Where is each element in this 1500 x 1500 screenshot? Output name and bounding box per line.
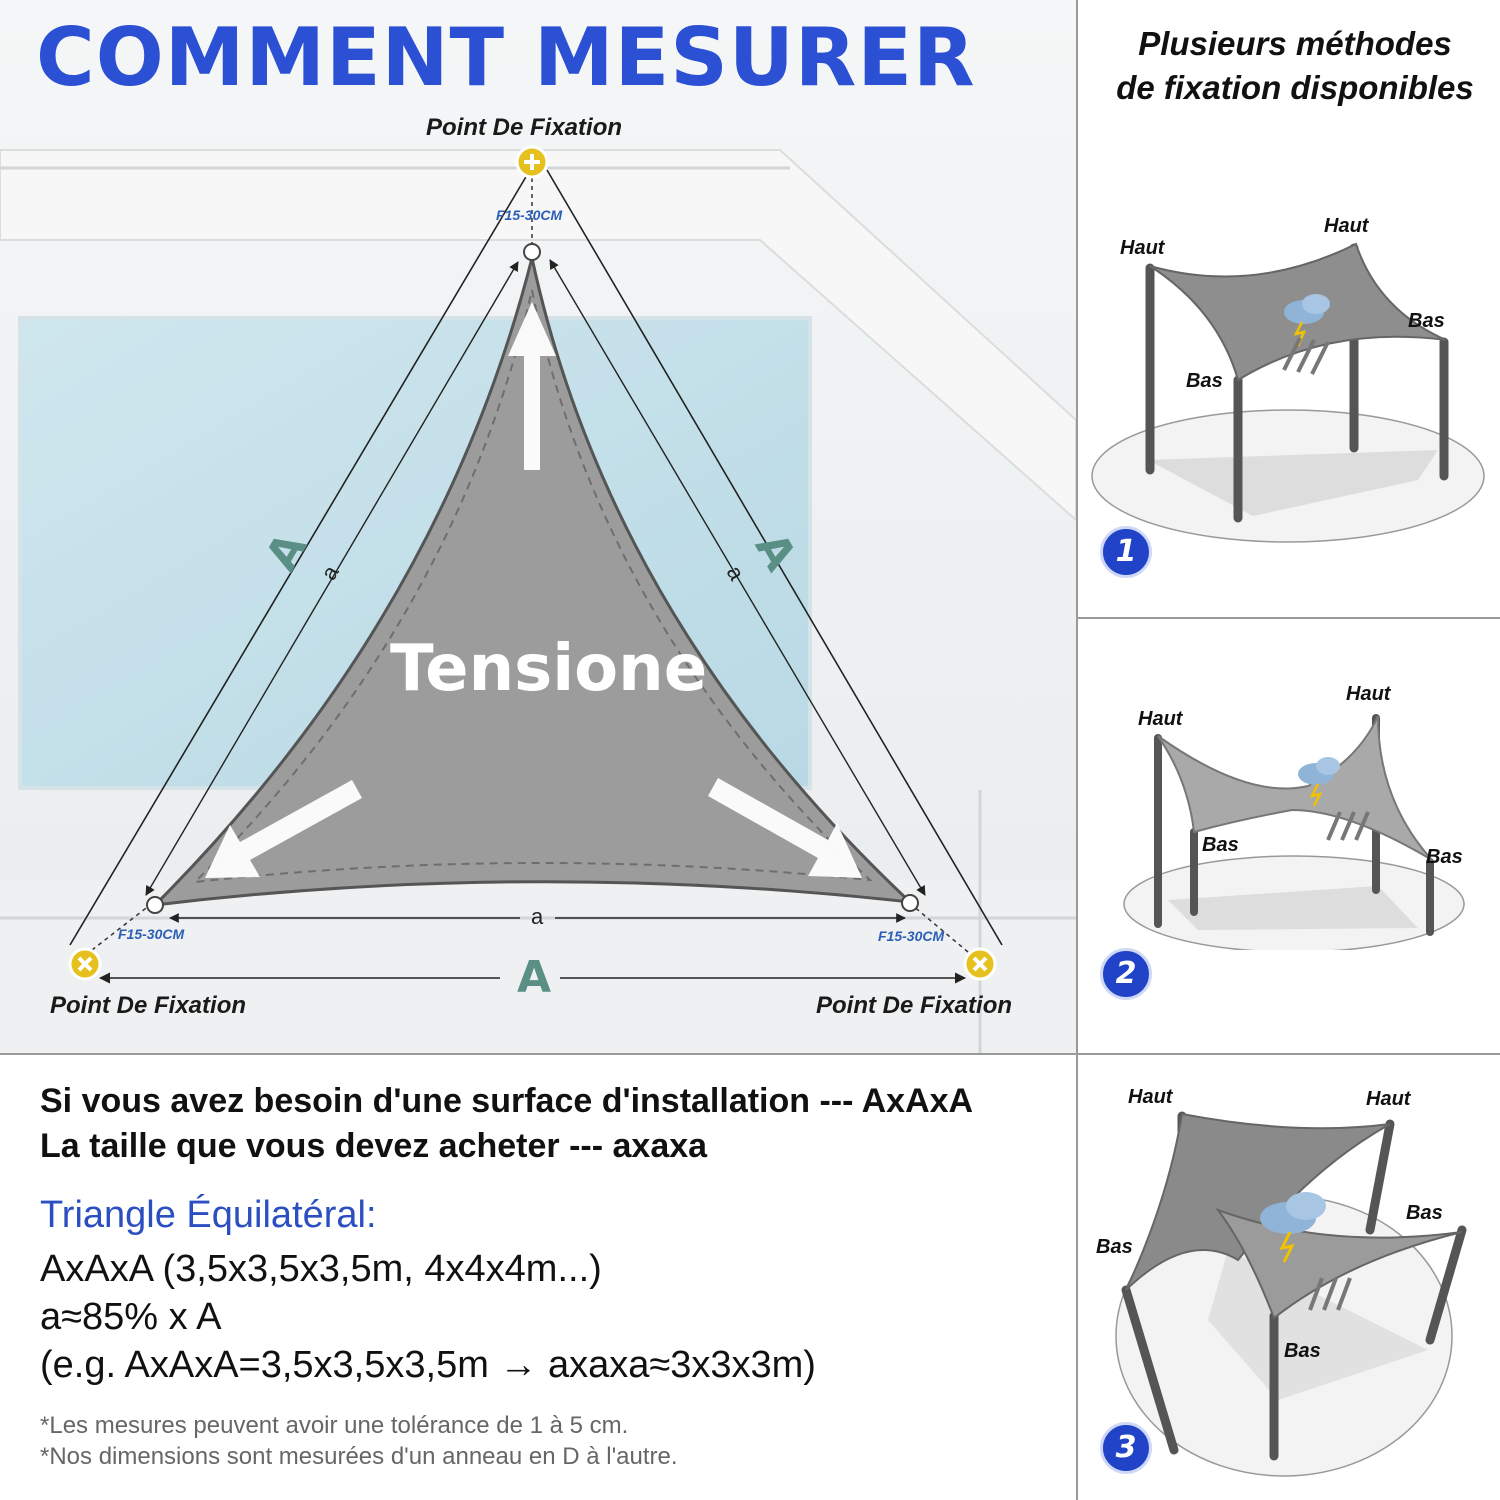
methods-title-line2: de fixation disponibles (1116, 69, 1474, 106)
anchor-left (68, 947, 102, 981)
method-1-high-left: Haut (1120, 237, 1165, 259)
note-measurement: *Nos dimensions sont mesurées d'un annea… (40, 1443, 678, 1470)
tension-arrows (205, 302, 862, 878)
method-1-high-right: Haut (1324, 215, 1369, 237)
fixation-label-left: Point De Fixation (50, 992, 247, 1019)
method-2-number-badge: 2 (1100, 948, 1152, 1000)
weather-cloud-icon-2 (1298, 757, 1340, 807)
method-2-high-right: Haut (1346, 683, 1391, 705)
info-line-surface: Si vous avez besoin d'une surface d'inst… (40, 1082, 974, 1120)
d-rings (146, 243, 919, 914)
method-1-number-badge: 1 (1100, 526, 1152, 578)
method-1-low-right: Bas (1408, 310, 1445, 332)
page-title: COMMENT MESURER (36, 11, 976, 104)
vertical-divider (1076, 0, 1078, 1500)
anchor-top (515, 145, 549, 179)
method-3-low-left: Bas (1096, 1236, 1133, 1258)
gap-label-left: F15-30CM (118, 926, 185, 942)
method-2-low-right: Bas (1426, 846, 1463, 868)
side-label-a-bottom: a (531, 904, 544, 929)
gap-label-right: F15-30CM (878, 928, 945, 944)
method-3-high-right: Haut (1366, 1088, 1411, 1110)
method-2-illustration (1123, 714, 1465, 950)
building-roof (0, 149, 1076, 522)
side-label-A-bottom: A (517, 952, 552, 1003)
method-2-low-left: Bas (1202, 834, 1239, 856)
method-3-high-left: Haut (1128, 1086, 1173, 1108)
weather-cloud-icon-3 (1260, 1192, 1326, 1263)
gap-label-top: F15-30CM (496, 207, 563, 223)
method-3-number-badge: 3 (1100, 1422, 1152, 1474)
note-tolerance: *Les mesures peuvent avoir une tolérance… (40, 1412, 629, 1439)
panel-divider-1 (1078, 617, 1500, 619)
measurement-illustration (0, 0, 1076, 1053)
fixation-label-top: Point De Fixation (426, 114, 623, 141)
formula-dimensions: AxAxA (3,5x3,5x3,5m, 4x4x4m...) (40, 1248, 602, 1290)
anchor-right (963, 947, 997, 981)
sail-stitching (192, 289, 873, 884)
method-1-low-left: Bas (1186, 370, 1223, 392)
tension-arrow-up (508, 302, 556, 470)
tension-arrow-right (708, 778, 862, 878)
tension-arrow-left (205, 780, 362, 878)
method-1-illustration (1091, 242, 1485, 543)
method-3-low-center: Bas (1284, 1340, 1321, 1362)
tension-label: Tensione (390, 632, 708, 706)
fixation-label-right: Point De Fixation (816, 992, 1013, 1019)
method-3-illustration (1115, 1111, 1467, 1477)
formula-example: (e.g. AxAxA=3,5x3,5x3,5m → axaxa≈3x3x3m) (40, 1344, 816, 1386)
methods-title-line1: Plusieurs méthodes (1138, 25, 1452, 62)
inner-measure-lines (145, 259, 926, 923)
triangle-title: Triangle Équilatéral: (40, 1194, 377, 1236)
gap-dashes (91, 178, 969, 953)
methods-title: Plusieurs méthodes de fixation disponibl… (1096, 22, 1494, 110)
shade-sail (150, 257, 915, 908)
method-2-high-left: Haut (1138, 708, 1183, 730)
floor-area (0, 880, 1076, 1053)
info-line-size: La taille que vous devez acheter --- axa… (40, 1127, 708, 1165)
formula-ratio: a≈85% x A (40, 1296, 222, 1338)
method-3-low-right: Bas (1406, 1202, 1443, 1224)
horizontal-divider (0, 1053, 1500, 1055)
